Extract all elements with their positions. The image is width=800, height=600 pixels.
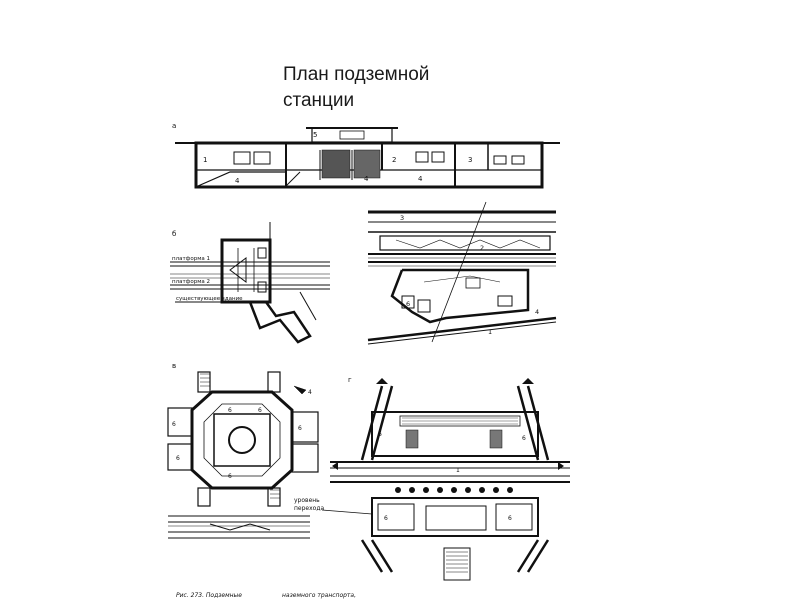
section-label-3: 3 xyxy=(468,156,472,164)
plan-v-label-6d: 6 xyxy=(298,425,302,432)
panel-g-letter: г xyxy=(348,376,352,384)
caption-right: наземного транспорта, xyxy=(282,592,356,599)
section-a: а 5 1 2 4 3 4 xyxy=(172,122,560,189)
plan-v-label-6b: 6 xyxy=(258,407,262,414)
plan-g-label-6c: 6 xyxy=(384,515,388,522)
plan-label-1: 1 xyxy=(488,328,492,336)
caption-left: Рис. 273. Подземные xyxy=(176,592,242,599)
panel-a-letter: а xyxy=(172,122,176,130)
slide-title-line-2: станции xyxy=(283,90,355,111)
section-label-1: 1 xyxy=(203,156,207,164)
plan-g-label-1: 1 xyxy=(456,467,460,474)
plan-v: в 6 6 6 6 6 6 4 xyxy=(167,362,319,539)
plan-label-4: 4 xyxy=(535,308,539,316)
plan-v-label-6e: 6 xyxy=(176,455,180,462)
slide-title-line-1: План подземной xyxy=(283,64,430,85)
figure-caption: Рис. 273. Подземные наземного транспорта… xyxy=(176,592,356,599)
plan-g-level: уровень xyxy=(294,497,320,504)
plan-g: г 6 6 6 6 xyxy=(294,376,570,581)
plan-g-label-6a: 6 xyxy=(378,431,382,438)
plan-v-label-6f: 6 xyxy=(228,473,232,480)
column-row xyxy=(395,487,513,493)
section-label-4b: 4 xyxy=(364,175,369,183)
plan-label-3: 3 xyxy=(400,214,404,222)
plan-v-label-6c: 6 xyxy=(172,421,176,428)
section-label-5: 5 xyxy=(313,131,317,139)
plan-g-label-6b: 6 xyxy=(522,435,526,442)
plan-large: 3 1 2 4 6 xyxy=(367,201,557,345)
plan-g-passage: перехода xyxy=(294,505,324,512)
section-label-4c: 4 xyxy=(418,175,423,183)
panel-b-letter: б xyxy=(172,230,176,238)
plan-b-existing-building: существующее здание xyxy=(176,296,243,302)
plan-v-label-6a: 6 xyxy=(228,407,232,414)
plan-g-label-6d: 6 xyxy=(508,515,512,522)
plan-v-label-4: 4 xyxy=(308,389,312,396)
section-label-4a: 4 xyxy=(235,177,240,185)
slide-title: План подземной станции xyxy=(283,62,483,114)
plan-label-6: 6 xyxy=(406,300,410,308)
plan-b-platform-2: платформа 2 xyxy=(172,279,210,285)
plan-label-2: 2 xyxy=(480,244,484,252)
panel-v-letter: в xyxy=(172,362,176,370)
plan-b-platform-1: платформа 1 xyxy=(172,256,210,262)
section-label-2: 2 xyxy=(392,156,396,164)
plan-b: б платформа 1 платформа 2 существующее з… xyxy=(170,222,330,344)
